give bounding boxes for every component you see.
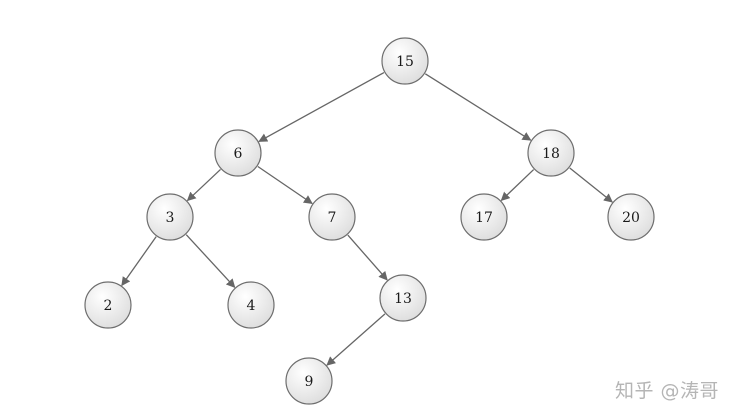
tree-node-15: 15 bbox=[381, 37, 429, 85]
node-label: 17 bbox=[475, 210, 493, 226]
edge-7-to-13 bbox=[347, 234, 388, 281]
node-label: 13 bbox=[394, 291, 412, 307]
edge-18-to-17 bbox=[500, 169, 535, 202]
edge-15-to-6 bbox=[258, 72, 385, 142]
node-circle bbox=[214, 129, 262, 177]
node-label: 4 bbox=[247, 298, 256, 314]
tree-edges bbox=[121, 72, 613, 366]
node-label: 9 bbox=[305, 374, 314, 390]
tree-node-4: 4 bbox=[227, 281, 275, 329]
tree-node-3: 3 bbox=[146, 193, 194, 241]
edge-6-to-7 bbox=[257, 165, 313, 205]
watermark-text: 知乎 @涛哥 bbox=[614, 380, 719, 402]
edge-18-to-20 bbox=[569, 167, 613, 203]
edge-15-to-18 bbox=[424, 73, 532, 141]
node-label: 15 bbox=[396, 54, 414, 70]
edge-3-to-4 bbox=[185, 234, 236, 289]
node-circle bbox=[379, 274, 427, 322]
node-circle bbox=[607, 193, 655, 241]
node-circle bbox=[84, 281, 132, 329]
edge-3-to-2 bbox=[121, 236, 157, 287]
node-circle bbox=[146, 193, 194, 241]
node-label: 3 bbox=[166, 210, 175, 226]
node-circle bbox=[527, 129, 575, 177]
node-circle bbox=[381, 37, 429, 85]
tree-node-2: 2 bbox=[84, 281, 132, 329]
tree-node-6: 6 bbox=[214, 129, 262, 177]
tree-node-17: 17 bbox=[460, 193, 508, 241]
node-circle bbox=[227, 281, 275, 329]
edge-13-to-9 bbox=[326, 313, 386, 366]
node-label: 7 bbox=[328, 210, 337, 226]
tree-node-7: 7 bbox=[308, 193, 356, 241]
node-label: 6 bbox=[234, 146, 243, 162]
tree-nodes: 15 6 18 3 7 17 20 2 4 13 9 bbox=[84, 37, 655, 405]
node-circle bbox=[460, 193, 508, 241]
tree-node-13: 13 bbox=[379, 274, 427, 322]
tree-node-9: 9 bbox=[285, 357, 333, 405]
node-label: 20 bbox=[622, 210, 640, 226]
node-label: 18 bbox=[542, 146, 560, 162]
node-circle bbox=[308, 193, 356, 241]
node-label: 2 bbox=[104, 298, 113, 314]
tree-node-18: 18 bbox=[527, 129, 575, 177]
tree-node-20: 20 bbox=[607, 193, 655, 241]
node-circle bbox=[285, 357, 333, 405]
edge-6-to-3 bbox=[186, 168, 221, 202]
